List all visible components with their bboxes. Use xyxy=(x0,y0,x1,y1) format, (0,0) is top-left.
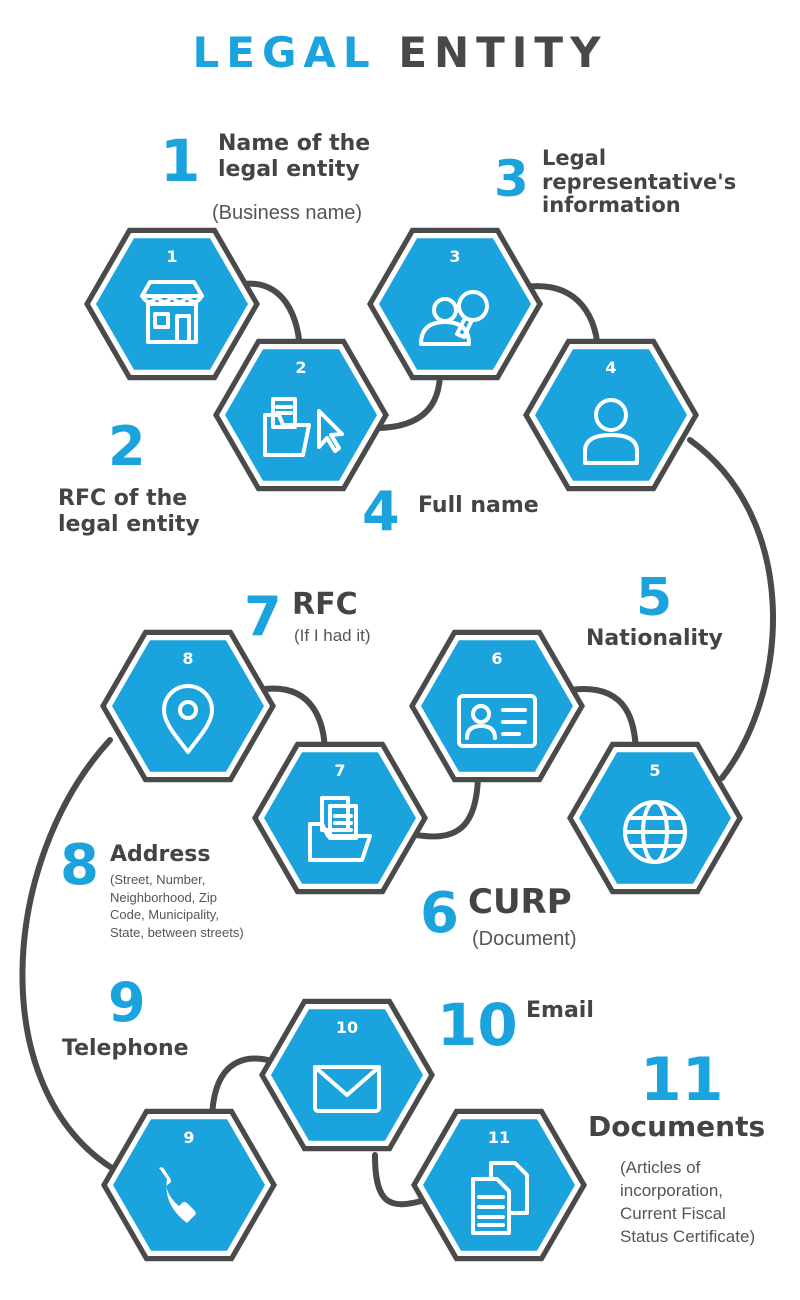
step-label-11: Documents xyxy=(588,1110,766,1143)
step-number-9: 9 xyxy=(108,971,146,1034)
step-number-6: 6 xyxy=(420,881,459,946)
hexagon-9-fill xyxy=(113,1119,265,1251)
step-label-1-line-2: legal entity xyxy=(218,156,360,182)
hexagon-8: 8 xyxy=(100,629,276,783)
hexagon-5-number: 5 xyxy=(649,761,660,780)
step-label-1-line-1: Name of the xyxy=(218,131,371,156)
step-number-10: 10 xyxy=(437,991,518,1059)
title-part-1: LEGAL xyxy=(192,28,377,77)
step-number-11: 11 xyxy=(640,1045,724,1115)
step-label-3-line-3: information xyxy=(542,193,681,218)
storefront-icon xyxy=(140,280,204,344)
step-label-9: Telephone xyxy=(62,1036,189,1061)
hexagon-2: 2 xyxy=(213,338,389,492)
hexagon-4: 4 xyxy=(523,338,699,492)
phone-icon xyxy=(159,1167,196,1223)
page-title: LEGAL ENTITY xyxy=(0,28,800,77)
step-label-6: CURP xyxy=(468,882,572,922)
step-note-8: (Street, Number, Neighborhood, Zip Code,… xyxy=(110,871,244,941)
hexagon-3: 3 xyxy=(367,227,543,381)
connector-4-5 xyxy=(687,437,776,781)
step-label-3-line-1: Legal xyxy=(542,146,607,170)
step-number-4: 4 xyxy=(362,480,400,543)
step-note-1: (Business name) xyxy=(212,202,363,224)
step-number-2: 2 xyxy=(108,415,146,478)
hexagon-5: 5 xyxy=(567,741,743,895)
step-number-7: 7 xyxy=(244,585,282,648)
hexagon-10-fill xyxy=(271,1009,423,1141)
hexagons: 1 2 3 4 5 6 7 8 9 10 11 xyxy=(84,227,743,1262)
hexagon-10-number: 10 xyxy=(336,1018,358,1037)
step-note-8-line-2: Neighborhood, Zip xyxy=(110,889,217,905)
hexagon-9-number: 9 xyxy=(183,1128,194,1147)
step-note-11-line-2: incorporation, xyxy=(620,1180,724,1200)
connector-8-9 xyxy=(19,737,118,1173)
step-number-3: 3 xyxy=(494,150,529,208)
folder-cursor-icon xyxy=(263,397,344,457)
connector-9-10 xyxy=(209,1055,271,1126)
hexagon-11: 11 xyxy=(411,1108,587,1262)
hexagon-8-number: 8 xyxy=(182,649,193,668)
hexagon-7-number: 7 xyxy=(334,761,345,780)
step-note-8-line-3: Code, Municipality, xyxy=(110,907,219,923)
hexagon-4-fill xyxy=(535,349,687,481)
step-label-3-line-2: representative's xyxy=(542,169,737,194)
hexagon-6-number: 6 xyxy=(491,649,502,668)
envelope-icon xyxy=(313,1065,381,1113)
hexagon-4-number: 4 xyxy=(605,358,616,377)
step-note-11-line-1: (Articles of xyxy=(620,1158,701,1177)
people-search-icon xyxy=(419,290,489,346)
hexagon-8-fill xyxy=(112,640,264,772)
id-card-icon xyxy=(457,694,537,748)
step-label-7: RFC xyxy=(292,587,358,622)
step-label-3: Legal representative's information xyxy=(542,146,737,218)
location-pin-icon xyxy=(162,684,214,754)
step-note-7: (If I had it) xyxy=(294,626,371,645)
connector-6-7 xyxy=(413,769,481,840)
person-icon xyxy=(583,398,639,465)
step-number-5: 5 xyxy=(636,568,673,628)
step-label-8: Address xyxy=(110,842,211,867)
step-label-10: Email xyxy=(526,998,594,1023)
hexagon-10: 10 xyxy=(259,998,435,1152)
step-note-6: (Document) xyxy=(472,928,577,950)
connectors xyxy=(19,280,776,1208)
hexagon-6: 6 xyxy=(409,629,585,783)
step-number-1: 1 xyxy=(160,127,201,195)
step-note-8-line-1: (Street, Number, xyxy=(110,872,206,887)
hexagon-2-number: 2 xyxy=(295,358,306,377)
step-label-5: Nationality xyxy=(586,626,723,651)
documents-icon xyxy=(471,1161,529,1235)
hexagon-3-number: 3 xyxy=(449,247,460,266)
step-label-4: Full name xyxy=(418,493,539,518)
step-label-2-line-1: RFC of the xyxy=(58,486,188,511)
step-label-1: Name of the legal entity xyxy=(218,131,370,183)
step-note-11-line-3: Current Fiscal xyxy=(620,1203,726,1223)
hexagon-1-number: 1 xyxy=(166,247,177,266)
step-note-11-line-4: Status Certificate) xyxy=(620,1226,756,1246)
step-note-11: (Articles of incorporation, Current Fisc… xyxy=(620,1157,755,1249)
step-label-2-line-2: legal entity xyxy=(58,511,200,537)
step-label-2: RFC of the legal entity xyxy=(58,486,200,538)
step-note-8-line-4: State, between streets) xyxy=(110,924,244,940)
hexagon-11-number: 11 xyxy=(488,1128,510,1147)
globe-icon xyxy=(623,800,687,864)
step-number-8: 8 xyxy=(60,833,99,898)
connector-10-11 xyxy=(372,1152,428,1208)
title-part-2: ENTITY xyxy=(398,28,608,77)
hexagon-7: 7 xyxy=(252,741,428,895)
hexagon-9: 9 xyxy=(101,1108,277,1262)
documents-folder-icon xyxy=(308,796,372,862)
hexagon-1: 1 xyxy=(84,227,260,381)
